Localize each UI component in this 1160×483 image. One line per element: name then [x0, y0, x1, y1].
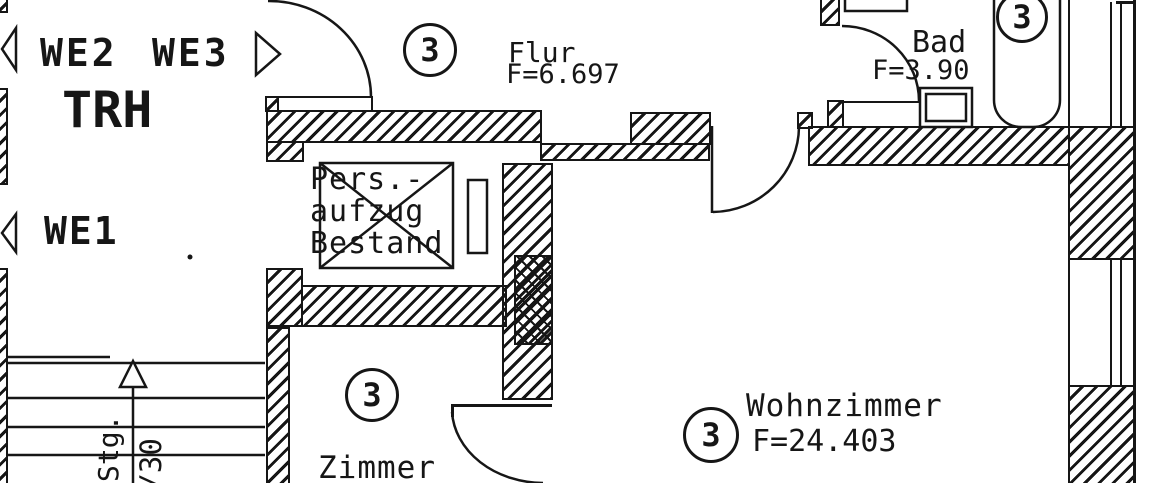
- stair-treads: [8, 355, 265, 457]
- zone-number: 3: [701, 416, 721, 454]
- door-arc-zimmer: [450, 411, 544, 483]
- wall-plaster-corner: [265, 96, 279, 112]
- wall-east-outer-face: [1133, 0, 1136, 483]
- wall-flur-south-strip: [266, 141, 304, 162]
- bad-door-threshold: [843, 101, 919, 103]
- unit-label-we2: WE2: [40, 31, 118, 75]
- zone-number: 3: [1012, 0, 1032, 36]
- area-label-bad: F=3.90: [872, 55, 970, 86]
- stair-up-arrow-icon: [117, 358, 149, 389]
- unit-label-we3: WE3: [152, 31, 230, 75]
- zimmer-door-jamb: [451, 404, 454, 417]
- elevator-label-line3: Bestand: [310, 226, 444, 261]
- wall-flur-lower-band: [540, 143, 710, 161]
- elevator-label: Pers.- aufzug Bestand: [310, 164, 443, 260]
- area-label-flur: F=6.697: [506, 59, 620, 90]
- window-frame-mid: [1110, 260, 1122, 385]
- wall-left-sliver-top: [0, 0, 8, 13]
- zone-badge-bad: 3: [996, 0, 1048, 43]
- elevator-door: [466, 178, 489, 255]
- window-frame-top: [1110, 2, 1122, 126]
- washbasin-inner: [924, 92, 968, 123]
- wall-east-block-upper: [1068, 126, 1135, 260]
- wall-stairwell-east: [266, 327, 290, 483]
- room-label-bad: Bad: [912, 25, 967, 60]
- stairwell-label-trh: TRH: [62, 81, 153, 139]
- unit-arrow-we1-icon: [0, 210, 18, 256]
- wall-east-top-tick: [1116, 1, 1135, 4]
- door-arc-wohnzimmer: [712, 126, 801, 214]
- stair-label: Stg.: [92, 414, 125, 482]
- zone-number: 3: [362, 376, 382, 414]
- wall-bad-door-stub-bottom: [827, 100, 844, 128]
- stair-ratio-label: 2/30: [134, 438, 168, 483]
- elevator-label-line2: aufzug: [310, 194, 425, 229]
- wall-left-sliver-bottom: [0, 268, 8, 483]
- bad-fixture-top: [843, 0, 909, 13]
- zone-badge-flur: 3: [403, 23, 457, 77]
- wall-wohnzimmer-door-right-stub: [797, 112, 813, 129]
- bathtub: [992, 0, 1062, 129]
- unit-arrow-left-icon: [0, 23, 18, 75]
- zone-number: 3: [420, 31, 440, 69]
- wall-east-inner-face-mid: [1068, 258, 1070, 387]
- washbasin-outer: [918, 86, 974, 129]
- elevator-shaft-cross-icon: [319, 162, 454, 269]
- zone-badge-zimmer: 3: [345, 368, 399, 422]
- elevator-label-line1: Pers.-: [310, 162, 425, 197]
- zimmer-door-lintel: [451, 404, 552, 407]
- room-label-wohnzimmer: Wohnzimmer: [746, 388, 943, 424]
- wall-bad-south-band: [808, 126, 1070, 166]
- door-arc-bad: [841, 24, 921, 102]
- door-arc-trh: [267, 0, 373, 98]
- area-label-wohnzimmer: F=24.403: [752, 424, 897, 459]
- wall-bad-door-stub-top: [820, 0, 840, 26]
- wall-wohnzimmer-door-left: [630, 112, 711, 145]
- zone-badge-wohnzimmer: 3: [683, 407, 739, 463]
- wall-pier-dense-section: [514, 255, 553, 345]
- unit-label-we1: WE1: [44, 209, 119, 253]
- unit-arrow-right-icon: [254, 30, 282, 78]
- wall-elevator-south-main: [301, 285, 507, 327]
- room-label-zimmer: Zimmer: [318, 450, 436, 483]
- wall-flur-south-main: [266, 110, 542, 143]
- plan-dot: [187, 254, 193, 260]
- wall-left-sliver-mid: [0, 88, 8, 185]
- wall-east-inner-face-top: [1068, 0, 1070, 128]
- room-label-flur: Flur: [508, 36, 576, 69]
